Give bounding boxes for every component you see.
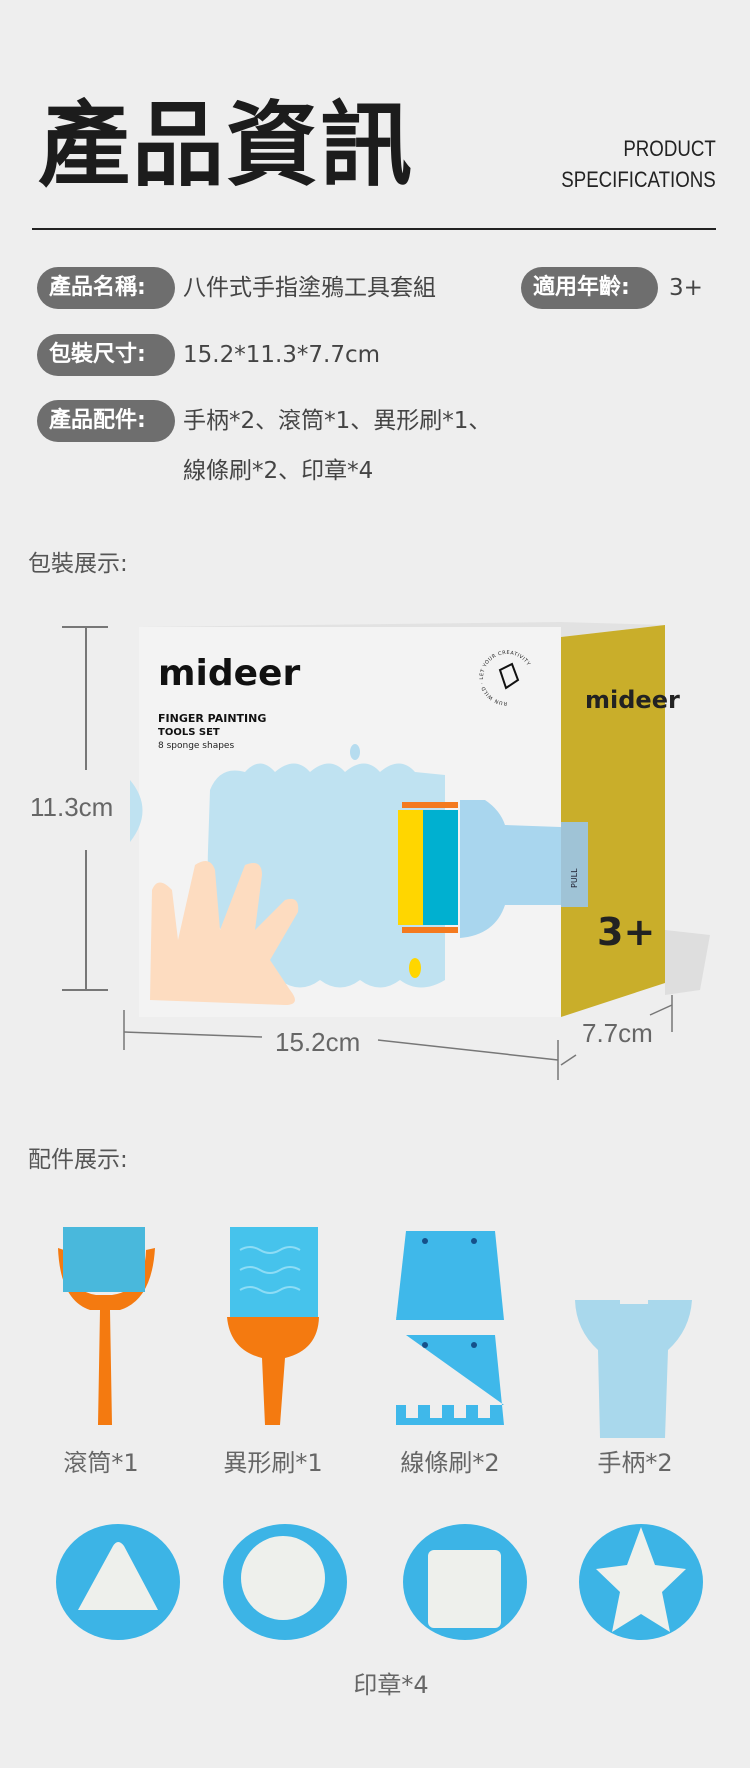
parts-value-line1: 手柄*2、滾筒*1、異形刷*1、 (183, 408, 492, 434)
sponge-edge (130, 780, 143, 842)
creativity-badge-icon (498, 662, 520, 690)
subtitle-line2: SPECIFICATIONS (561, 167, 716, 192)
roller-frame-bottom (402, 927, 458, 933)
name-label: 產品名稱: (37, 267, 175, 309)
accessory-label-line-brush: 線條刷*2 (400, 1449, 500, 1477)
side-brand-logo: mideer (585, 686, 680, 714)
package-box-image: mideer FINGER PAINTING TOOLS SET 8 spong… (62, 622, 710, 1080)
box-shadow (665, 930, 710, 995)
accessory-label-handle: 手柄*2 (597, 1449, 673, 1477)
age-badge-text: 3+ (597, 910, 655, 954)
handle-icon (575, 1296, 692, 1438)
box-side (561, 625, 665, 1017)
product-name-line3: 8 sponge shapes (158, 741, 234, 751)
stamps-label: 印章*4 (353, 1671, 429, 1699)
hand-illustration (150, 861, 299, 1005)
accessory-label-wave-brush: 異形刷*1 (223, 1449, 323, 1477)
age-value: 3+ (669, 275, 703, 301)
name-value: 八件式手指塗鴉工具套組 (183, 275, 436, 301)
line-brush-icon (396, 1231, 504, 1425)
parts-value-line2: 線條刷*2、印章*4 (183, 458, 374, 484)
accessories-image (56, 1227, 703, 1640)
water-drop-icon (350, 744, 360, 760)
depth-label: 7.7cm (582, 1018, 653, 1048)
accessories-section-title: 配件展示: (28, 1147, 128, 1173)
pull-tab-strip (561, 822, 588, 907)
roller-icon (58, 1227, 155, 1425)
accessory-label-roller: 滾筒*1 (63, 1449, 139, 1477)
subtitle-line1: PRODUCT (623, 136, 716, 161)
page-title: 產品資訊 (38, 92, 415, 199)
brand-logo: mideer (158, 653, 300, 694)
width-dimension-line (123, 1010, 559, 1080)
package-section-title: 包裝展示: (28, 551, 128, 577)
parts-label: 產品配件: (37, 400, 175, 442)
height-label: 11.3cm (26, 792, 118, 823)
pull-label: PULL (570, 868, 579, 888)
size-label: 包裝尺寸: (37, 334, 175, 376)
yellow-paint (398, 810, 423, 925)
product-name-line1: FINGER PAINTING (158, 712, 266, 725)
pull-tab (460, 800, 588, 938)
divider (32, 228, 716, 230)
stamp-triangle-icon (56, 1524, 180, 1640)
stamp-star-icon (579, 1524, 703, 1640)
size-value: 15.2*11.3*7.7cm (183, 342, 381, 368)
wave-brush-icon (227, 1227, 319, 1425)
height-dimension-line (62, 626, 108, 991)
width-label: 15.2cm (271, 1027, 365, 1058)
depth-dimension-line (560, 995, 673, 1066)
stamp-circle-icon (223, 1524, 347, 1640)
age-label: 適用年齡: (521, 267, 658, 309)
roller-frame-top (402, 802, 458, 808)
paint-drop-icon (409, 958, 421, 978)
stamp-square-icon (403, 1524, 527, 1640)
product-name-line2: TOOLS SET (158, 727, 220, 738)
